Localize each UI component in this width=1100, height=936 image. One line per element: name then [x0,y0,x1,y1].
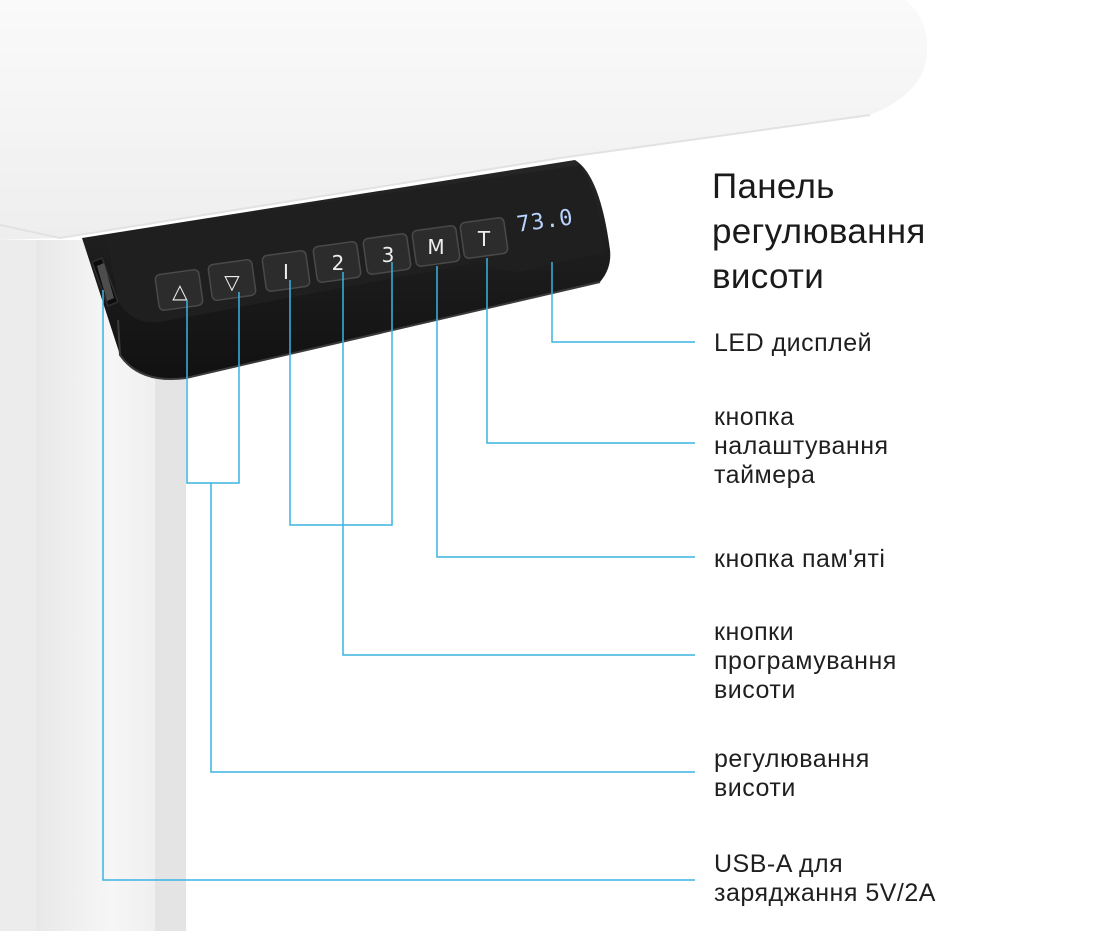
leader-line-height [210,483,695,773]
height-down-key[interactable]: ▽ [207,259,257,301]
leader-lines [102,258,695,881]
leader-line-presets [342,272,695,656]
callout-preset-buttons: кнопки програмування висоти [714,618,897,704]
preset-3-key[interactable]: 3 [362,233,412,275]
leader-line-usb [102,290,695,881]
page-title: Панель регулювання висоти [712,167,926,296]
leader-line-memory [436,266,695,558]
key-label: 2 [332,251,345,275]
preset-2-key[interactable]: 2 [312,241,362,283]
key-label: M [427,235,444,259]
preset-1-key[interactable]: I [261,250,311,292]
memory-key[interactable]: M [411,225,461,267]
leader-line-led [551,262,695,343]
desk-leg [0,240,186,931]
key-label: ▽ [224,270,240,294]
callout-height-adjust: регулювання висоти [714,745,870,802]
leader-line-timer [486,258,695,444]
key-label: 3 [382,243,395,267]
callout-usb-port: USB-A для заряджання 5V/2A [714,850,936,907]
leader-line-height-bracket [186,292,240,484]
callout-led-display: LED дисплей [714,329,873,357]
leader-line-presets-bracket [289,262,393,526]
key-label: T [477,227,491,251]
timer-key[interactable]: T [459,217,509,259]
key-label: △ [172,279,188,303]
height-up-key[interactable]: △ [154,269,204,311]
callout-timer-button: кнопка налаштування таймера [714,403,889,489]
desk-top [0,0,928,240]
callout-memory-button: кнопка пам'яті [714,545,886,573]
key-label: I [283,260,289,284]
